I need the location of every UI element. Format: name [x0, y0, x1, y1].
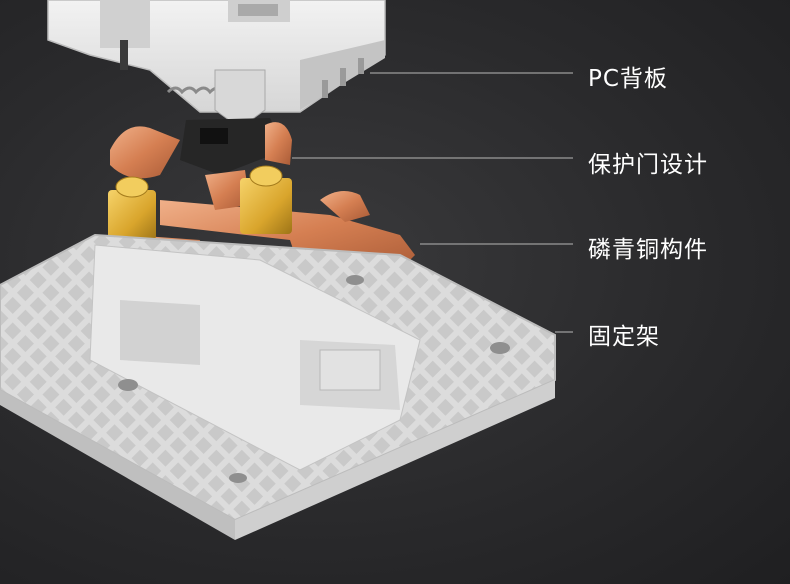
label-protective-shutter: 保护门设计 — [588, 145, 708, 179]
label-pc-back-panel: PC背板 — [588, 59, 668, 93]
label-fixing-frame: 固定架 — [588, 317, 660, 351]
label-phosphor-bronze: 磷青铜构件 — [588, 230, 708, 264]
fixing-frame — [0, 235, 555, 540]
